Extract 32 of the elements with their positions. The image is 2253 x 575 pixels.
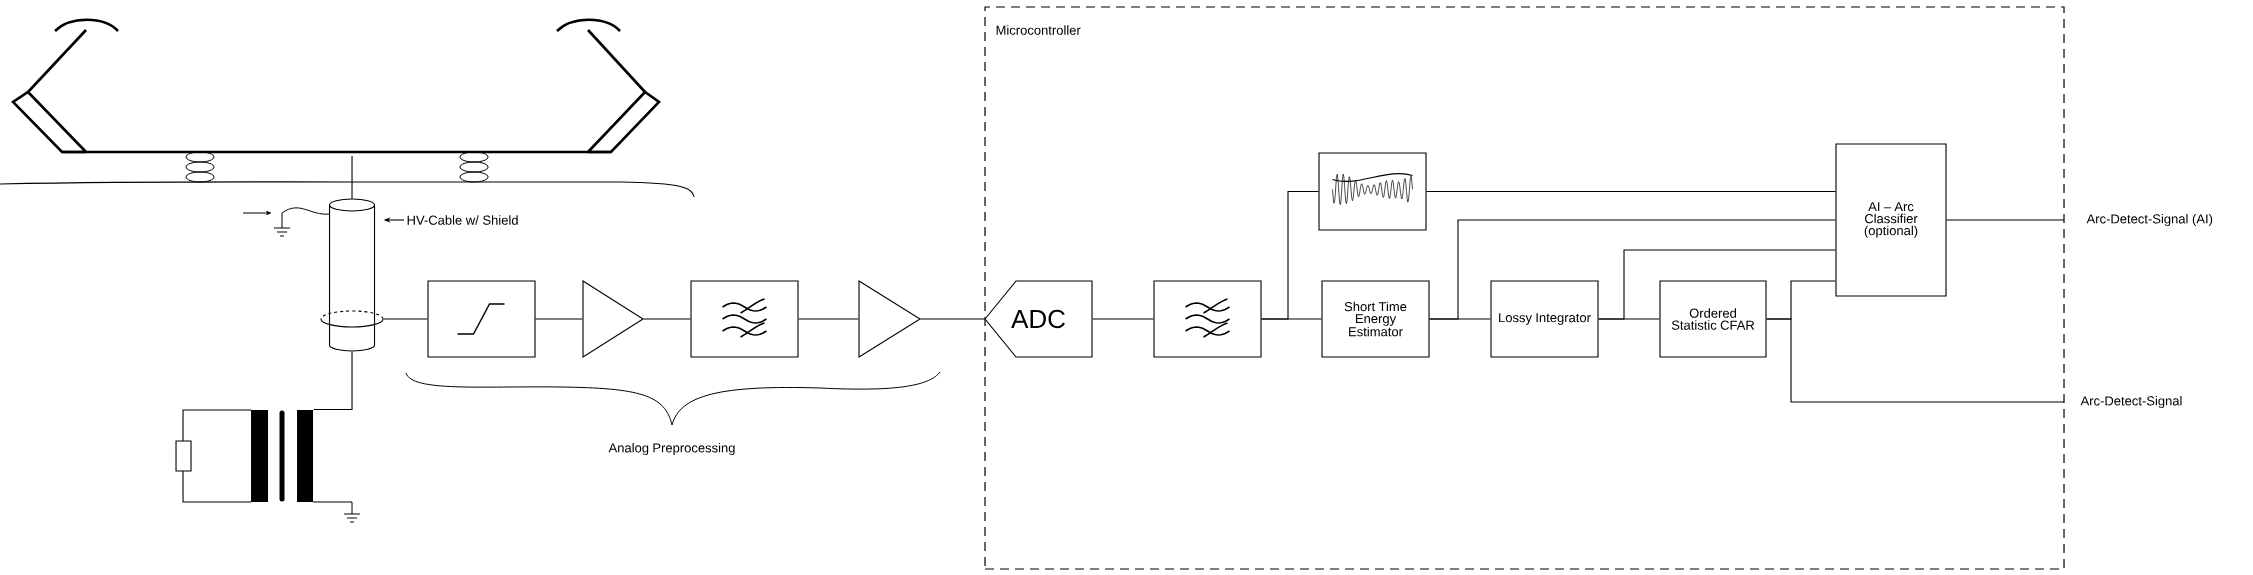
connector-line (535, 318, 583, 320)
adc-block: ADC (984, 280, 1093, 358)
connector-line (1946, 219, 2065, 221)
connector-line (1261, 318, 1322, 320)
transformer-drawing (175, 409, 314, 503)
connector-line (1598, 249, 1836, 320)
connector-line (1092, 318, 1154, 320)
amplifier-triangle (858, 280, 922, 358)
process-box: Lossy Integrator (1490, 280, 1599, 358)
connector-line (1426, 190, 1836, 193)
connector-line (798, 318, 859, 320)
callout-text: HV-Cable w/ Shield (407, 215, 518, 225)
connector-line (351, 155, 353, 199)
pantograph-drawing (11, 18, 661, 154)
output-signal-text: Arc-Detect-Signal (2080, 395, 2182, 409)
caption-text: Analog Preprocessing (608, 442, 735, 456)
process-box: Ordered Statistic CFAR (1659, 280, 1767, 358)
connector-line (1429, 219, 1836, 320)
connector-line (643, 318, 691, 320)
limiter-box (427, 280, 536, 358)
filter-box (690, 280, 799, 358)
connector-line (313, 351, 353, 410)
process-box: AI – Arc Classifier (optional) (1835, 143, 1947, 297)
shielded-cable-drawing (320, 198, 384, 352)
connector-line (920, 318, 985, 320)
amplifier-triangle (582, 280, 645, 358)
filter-box (1153, 280, 1262, 358)
process-box: Short Time Energy Estimator (1321, 280, 1430, 358)
connector-line (1766, 318, 2065, 403)
output-signal-text: Arc-Detect-Signal (AI) (2086, 213, 2213, 227)
waveform-box (1318, 152, 1427, 231)
connector-line (383, 318, 429, 320)
